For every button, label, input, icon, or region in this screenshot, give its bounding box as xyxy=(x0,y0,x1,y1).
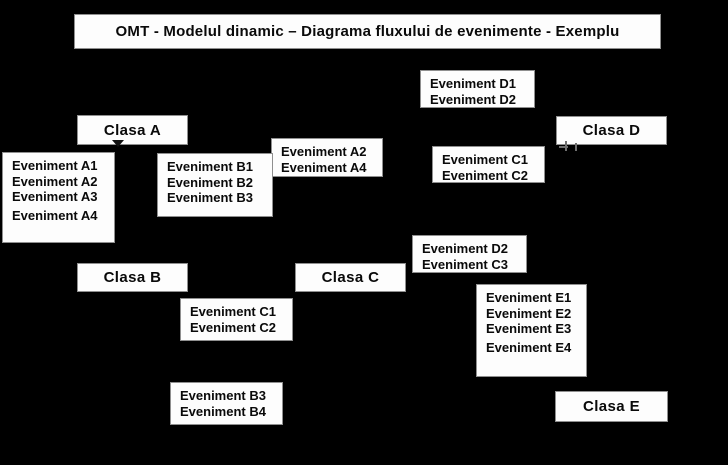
event-line: Eveniment B1 xyxy=(167,159,253,174)
event-line: Eveniment B3 xyxy=(167,190,253,205)
event-line: Eveniment E3 xyxy=(486,321,572,336)
event-line: Eveniment A4 xyxy=(281,159,367,175)
event-line: Eveniment B4 xyxy=(180,403,266,419)
class-box-clasa-a: Clasa A xyxy=(77,115,188,145)
arrow-remnant-clasa-a xyxy=(112,140,124,147)
class-box-clasa-c: Clasa C xyxy=(295,263,406,292)
class-box-clasa-e: Clasa E xyxy=(555,391,668,422)
event-line: Eveniment A4 xyxy=(12,207,98,223)
event-line: Eveniment D2 xyxy=(422,241,508,256)
event-line: Eveniment E4 xyxy=(486,339,572,355)
event-line: Eveniment D2 xyxy=(430,91,516,107)
event-line: Eveniment A2 xyxy=(281,144,367,159)
event-line: Eveniment C2 xyxy=(190,319,276,335)
event-line: Eveniment A3 xyxy=(12,189,98,204)
event-line: Eveniment E2 xyxy=(486,305,572,321)
event-line: Eveniment E1 xyxy=(486,290,572,305)
class-box-clasa-b: Clasa B xyxy=(77,263,188,292)
event-line: Eveniment B3 xyxy=(180,388,266,403)
arrow-remnant-clasa-d-cross xyxy=(559,146,568,148)
diagram-title: OMT - Modelul dinamic – Diagrama fluxulu… xyxy=(74,14,661,49)
event-line: Eveniment D1 xyxy=(430,76,516,91)
arrow-remnant-clasa-d-tail xyxy=(575,143,577,151)
event-line: Eveniment A2 xyxy=(12,173,98,189)
event-line: Eveniment A1 xyxy=(12,158,98,173)
event-line: Eveniment C1 xyxy=(190,304,276,319)
event-line: Eveniment C2 xyxy=(442,167,528,183)
event-line: Eveniment B2 xyxy=(167,174,253,190)
class-box-clasa-d: Clasa D xyxy=(556,116,667,145)
event-line: Eveniment C1 xyxy=(442,152,528,167)
event-line: Eveniment C3 xyxy=(422,256,508,272)
